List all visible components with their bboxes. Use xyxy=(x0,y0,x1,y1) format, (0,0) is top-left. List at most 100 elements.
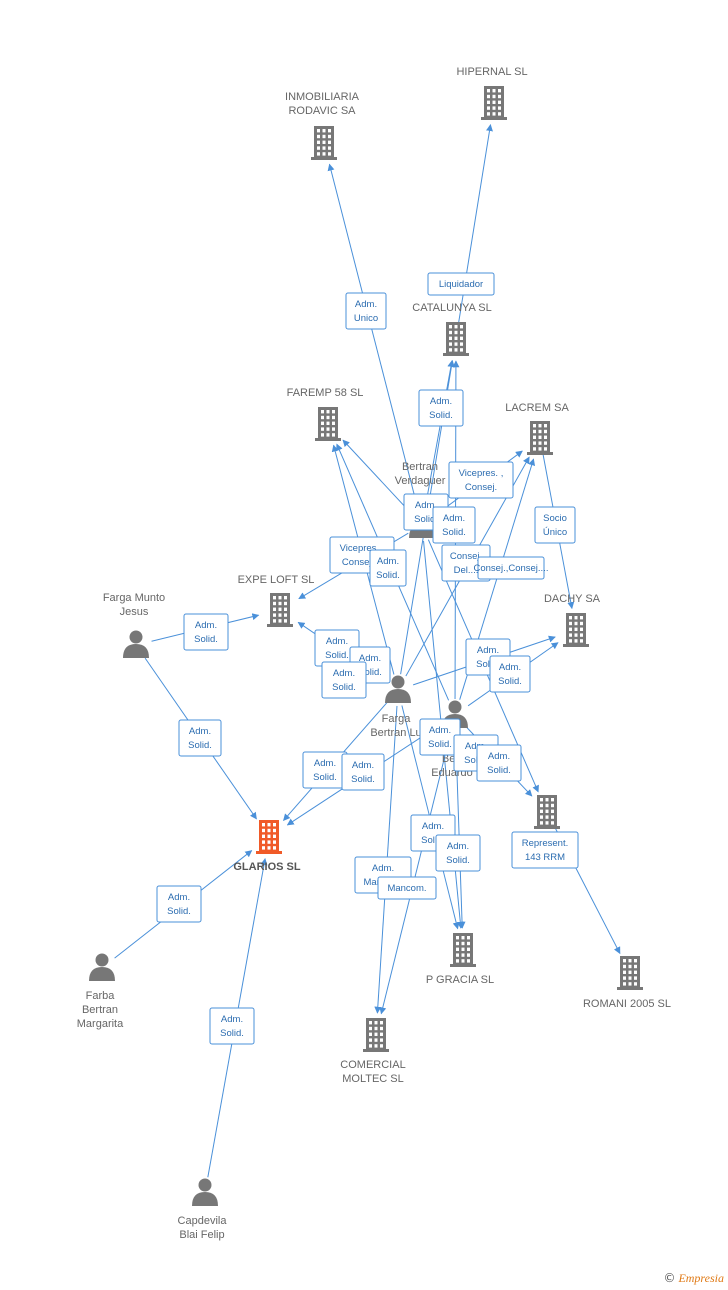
edge-eduardo-to-moltec xyxy=(379,730,452,1015)
edge-label-box[interactable]: Adm.Unico xyxy=(345,292,387,330)
edge-label-text: Vicepres. , xyxy=(340,543,385,554)
edge-label-text: Adm. xyxy=(477,645,499,656)
edge-label-box[interactable]: Adm.Solid. xyxy=(476,744,522,782)
edge-label-box[interactable]: Adm. Solid. xyxy=(183,613,229,651)
node-label: FAREMP 58 SL xyxy=(287,387,364,399)
edge-label-box[interactable]: Adm.Solid. xyxy=(418,389,464,427)
edge-label-text: Adm. xyxy=(195,620,217,631)
node-label: Jesus xyxy=(120,606,149,618)
node-romani[interactable]: ROMANI 2005 SL xyxy=(583,956,671,1010)
edge-label-text: Adm. xyxy=(447,841,469,852)
edge-label-text: Adm. xyxy=(430,396,452,407)
node-label: Verdaguer xyxy=(395,475,446,487)
building-icon xyxy=(363,1018,389,1052)
edge-label-box[interactable]: Adm.Solid. xyxy=(178,719,222,757)
edge-label-box[interactable]: Adm.Solid. xyxy=(156,885,202,923)
node-label: LACREM SA xyxy=(505,402,569,414)
edge-label-box[interactable]: Adm.Solid. xyxy=(321,661,367,699)
edge-label-text: Solid. xyxy=(220,1028,244,1039)
edge-label-text: Solid. xyxy=(476,659,500,670)
person-icon xyxy=(123,630,149,658)
building-icon xyxy=(267,593,293,627)
edge-label-box[interactable]: Adm.Solid. xyxy=(302,751,348,789)
edge-label-text: Adm. xyxy=(488,751,510,762)
node-label: EXPE LOFT SL xyxy=(238,574,315,586)
building-icon xyxy=(256,820,282,854)
edge-label-text: Adm. xyxy=(443,513,465,524)
edge-label-text: Solid. xyxy=(351,774,375,785)
node-expeloft[interactable]: EXPE LOFT SL xyxy=(238,574,315,627)
edge-label-box[interactable]: Adm. Solid. xyxy=(435,834,481,872)
edge-label-text: Adm. xyxy=(372,863,394,874)
edge-label-box[interactable]: Adm.Solid. xyxy=(489,655,531,693)
node-rodavic[interactable]: INMOBILIARIA RODAVIC SA xyxy=(285,91,360,160)
building-icon xyxy=(563,613,589,647)
brand-watermark: ©Empresia xyxy=(663,1271,724,1286)
node-dachy[interactable]: DACHY SA xyxy=(544,593,601,647)
node-faremp[interactable]: FAREMP 58 SL xyxy=(287,387,364,441)
edge-label-text: Solid. xyxy=(358,667,382,678)
building-icon xyxy=(450,933,476,967)
node-label: ROMANI 2005 SL xyxy=(583,998,671,1010)
node-label: Blai Felip xyxy=(179,1229,224,1241)
building-icon xyxy=(315,407,341,441)
edge-label-text: Adm. xyxy=(326,636,348,647)
edge-verdaguer-to-catalunya xyxy=(424,359,455,510)
node-label: COMERCIAL xyxy=(340,1059,405,1071)
edge-label-box[interactable]: Mancom. xyxy=(377,876,437,900)
node-label: GLARIOS SL xyxy=(233,861,301,873)
edge-label-box[interactable]: Consej.,Consej.... xyxy=(474,556,549,580)
building-icon xyxy=(311,126,337,160)
edge-label-text: Solid. xyxy=(414,514,438,525)
node-label: Bertran xyxy=(402,461,438,473)
edge-label-box[interactable]: Represent.143 RRM xyxy=(511,831,579,869)
edge-label-text: Adm. xyxy=(314,758,336,769)
edge-label-text: Solid. xyxy=(446,855,470,866)
edge-label-text: Consej.,Consej.... xyxy=(474,563,549,574)
edge-label-text: Consej. xyxy=(450,551,482,562)
node-label: Farga Munto xyxy=(103,592,165,604)
edge-label-box[interactable]: Adm.Solid. xyxy=(432,506,476,544)
edge-label-box[interactable]: Adm. Solid. xyxy=(209,1007,255,1045)
node-lacrem[interactable]: LACREM SA xyxy=(505,402,569,455)
node-label: Farga xyxy=(382,713,412,725)
edge-label-box[interactable]: Adm. Solid. xyxy=(341,753,385,791)
node-label: Farba xyxy=(86,990,116,1002)
node-glarios[interactable]: GLARIOS SL xyxy=(233,820,301,873)
edge-label-text: Solid. xyxy=(376,570,400,581)
edge-label-text: Vicepres. , xyxy=(459,468,504,479)
edge-label-text: Mancom. xyxy=(387,883,426,894)
person-icon xyxy=(192,1178,218,1206)
edge-label-text: Adm. xyxy=(221,1014,243,1025)
edge-label-box[interactable]: Liquidador xyxy=(427,272,495,296)
edge-label-box[interactable]: Adm. Solid. xyxy=(369,549,407,587)
node-label: Bertran xyxy=(82,1004,118,1016)
node-label: Margarita xyxy=(77,1018,124,1030)
node-label: INMOBILIARIA xyxy=(285,91,360,103)
node-label: HIPERNAL SL xyxy=(456,66,527,78)
edge-label-text: Adm. xyxy=(465,741,487,752)
edge-label-text: Solid. xyxy=(194,634,218,645)
copyright-symbol: © xyxy=(663,1271,676,1285)
edge-label-text: Solid. xyxy=(464,755,488,766)
node-unnamed[interactable] xyxy=(534,795,560,829)
node-label: RODAVIC SA xyxy=(288,105,356,117)
edge-label-text: Del.... xyxy=(454,565,479,576)
edge-label-text: Adm. xyxy=(189,726,211,737)
node-catalunya[interactable]: CATALUNYA SL xyxy=(412,302,492,356)
node-hipernal[interactable]: HIPERNAL SL xyxy=(456,66,528,120)
node-label: Bertran Lu xyxy=(370,727,421,739)
edge-label-text: Liquidador xyxy=(439,279,483,290)
edge-label-box[interactable]: Vicepres. ,Consej. xyxy=(448,461,514,499)
edge-label-text: Adm. xyxy=(377,556,399,567)
edge-label-text: Solid. xyxy=(167,906,191,917)
node-pgracia[interactable]: P GRACIA SL xyxy=(426,933,494,986)
edge-label-text: Adm. xyxy=(352,760,374,771)
